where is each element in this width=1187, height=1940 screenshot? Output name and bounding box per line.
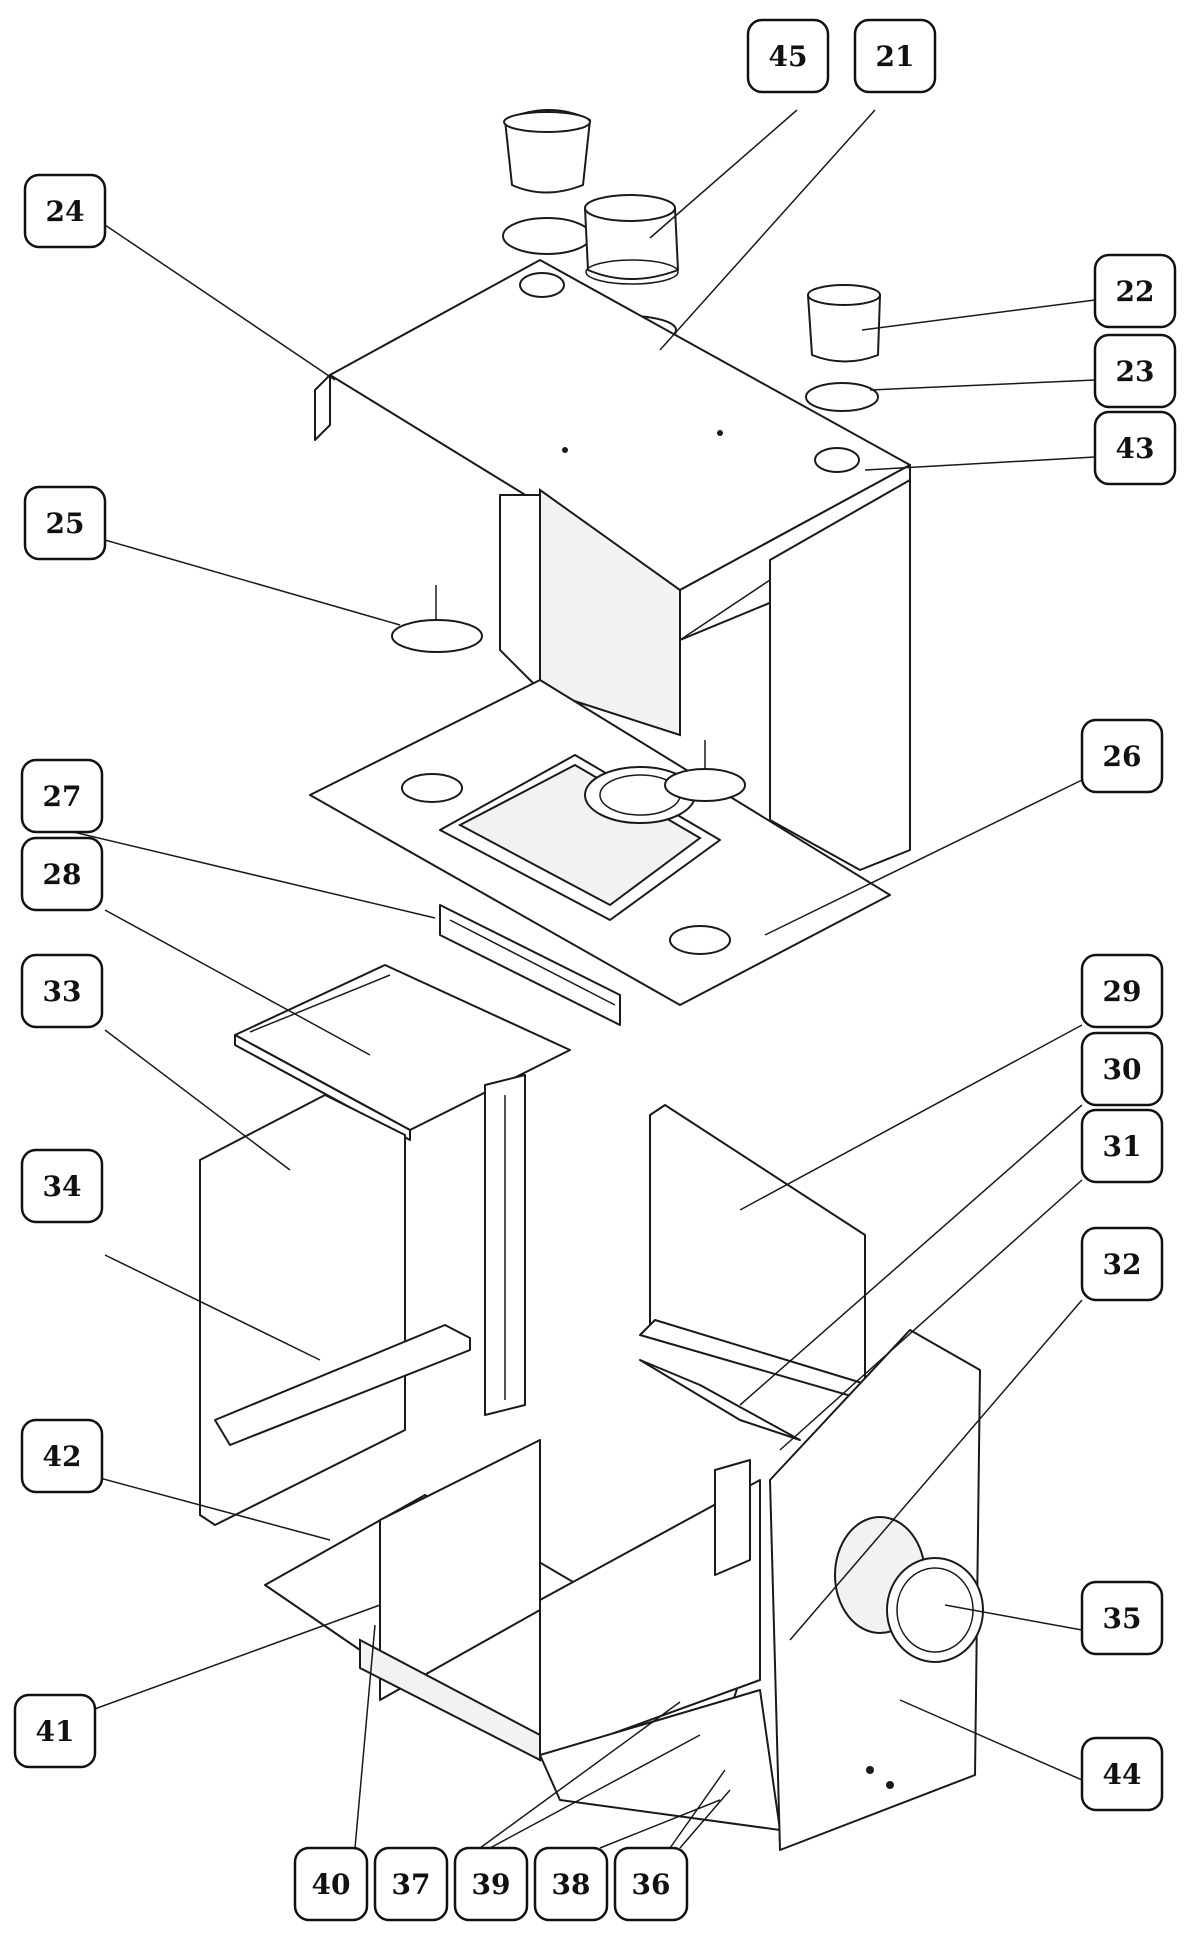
callout-45: 45 <box>746 18 830 94</box>
callout-25: 25 <box>23 485 107 561</box>
callout-label: 22 <box>1116 275 1155 308</box>
callout-36: 36 <box>613 1846 689 1922</box>
callout-label: 42 <box>43 1440 82 1473</box>
callout-label: 40 <box>312 1868 351 1901</box>
callout-label: 21 <box>876 40 915 73</box>
callout-22: 22 <box>1093 253 1177 329</box>
burner-tray-27 <box>439 904 621 1026</box>
callout-37: 37 <box>373 1846 449 1922</box>
callout-23: 23 <box>1093 333 1177 409</box>
callout-label: 24 <box>46 195 85 228</box>
callout-38: 38 <box>533 1846 609 1922</box>
rear-panel <box>499 479 911 871</box>
front-panel-44 <box>769 1329 984 1851</box>
callout-label: 34 <box>43 1170 82 1203</box>
lower-chassis <box>264 1439 781 1831</box>
callout-34: 34 <box>20 1148 104 1224</box>
callout-33: 33 <box>20 953 104 1029</box>
callout-21: 21 <box>853 18 937 94</box>
callout-24: 24 <box>23 173 107 249</box>
flue-collar-spare <box>502 109 592 255</box>
combustion-plate-26 <box>309 679 891 1006</box>
callout-label: 37 <box>392 1868 431 1901</box>
flue-collar-22 <box>807 284 881 363</box>
callout-39: 39 <box>453 1846 529 1922</box>
leader-lines <box>64 109 1096 1849</box>
callout-label: 28 <box>43 858 82 891</box>
callout-label: 43 <box>1116 432 1155 465</box>
callout-44: 44 <box>1080 1736 1164 1812</box>
callout-label: 26 <box>1103 740 1142 773</box>
callout-label: 35 <box>1103 1602 1142 1635</box>
callout-31: 31 <box>1080 1108 1164 1184</box>
callout-label: 25 <box>46 507 85 540</box>
callout-label: 27 <box>43 780 82 813</box>
callout-35: 35 <box>1080 1580 1164 1656</box>
callout-label: 29 <box>1103 975 1142 1008</box>
callout-27: 27 <box>20 758 104 834</box>
callout-label: 38 <box>552 1868 591 1901</box>
callout-label: 33 <box>43 975 82 1008</box>
callout-label: 23 <box>1116 355 1155 388</box>
callout-label: 41 <box>36 1715 75 1748</box>
callout-label: 30 <box>1103 1053 1142 1086</box>
callout-label: 32 <box>1103 1248 1142 1281</box>
callout-42: 42 <box>20 1418 104 1494</box>
callout-label: 36 <box>632 1868 671 1901</box>
left-side-panel-33 <box>199 1074 526 1526</box>
callout-label: 44 <box>1103 1758 1142 1791</box>
callout-29: 29 <box>1080 953 1164 1029</box>
callout-30: 30 <box>1080 1031 1164 1107</box>
baffle-plate-25 <box>391 585 483 653</box>
callout-label: 45 <box>769 40 808 73</box>
right-side-panel-29 <box>639 1104 886 1441</box>
cover-disc-23 <box>805 382 879 412</box>
callout-label: 39 <box>472 1868 511 1901</box>
callout-41: 41 <box>13 1693 97 1769</box>
flue-collar-45 <box>584 194 679 285</box>
callout-28: 28 <box>20 836 104 912</box>
callout-40: 40 <box>293 1846 369 1922</box>
callout-43: 43 <box>1093 410 1177 486</box>
callout-32: 32 <box>1080 1226 1164 1302</box>
callout-26: 26 <box>1080 718 1164 794</box>
callout-label: 31 <box>1103 1130 1142 1163</box>
